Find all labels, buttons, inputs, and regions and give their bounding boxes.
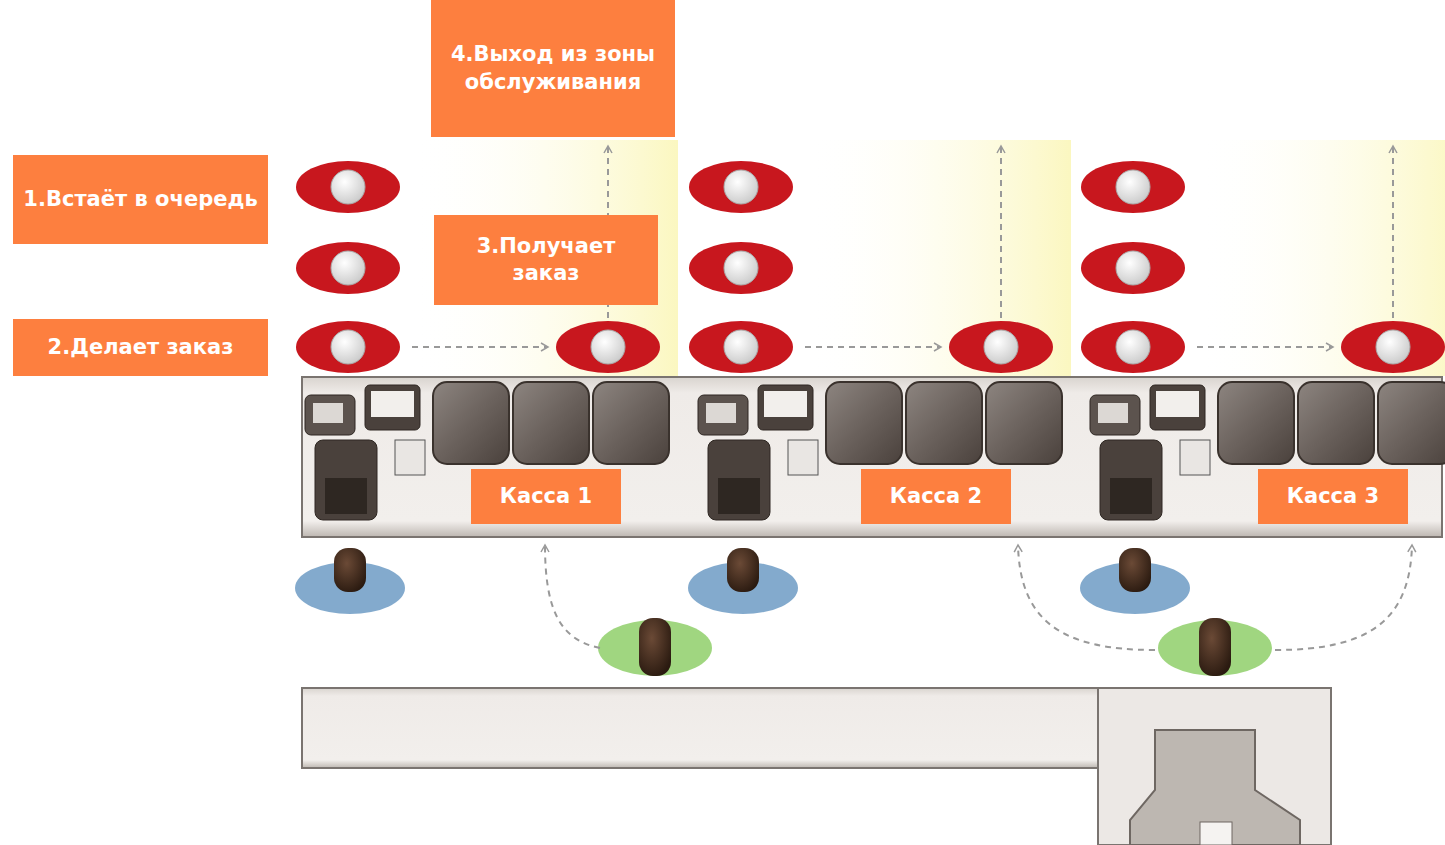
register-label: Касса 3: [1258, 469, 1408, 524]
food-container: [1298, 382, 1374, 464]
register: [698, 395, 748, 435]
customer-body: [689, 321, 793, 373]
food-container: [906, 382, 982, 464]
customer-head: [1116, 170, 1150, 204]
food-container: [593, 382, 669, 464]
customer-body: [1081, 242, 1185, 294]
food-container: [986, 382, 1062, 464]
customer-head: [591, 330, 625, 364]
food-container: [826, 382, 902, 464]
flow-arrow: [805, 346, 941, 348]
cash-drawer: [708, 440, 770, 520]
customer-body: [689, 242, 793, 294]
monitor: [1156, 391, 1199, 417]
card-reader: [395, 440, 425, 475]
monitor: [365, 385, 420, 430]
card-reader: [788, 440, 818, 475]
customer-head: [724, 251, 758, 285]
customer-head: [1116, 251, 1150, 285]
service-zone: [1195, 140, 1445, 376]
customer-head: [331, 330, 365, 364]
customer-head: [331, 170, 365, 204]
monitor: [1150, 385, 1205, 430]
customer-head: [331, 251, 365, 285]
cash-drawer: [1110, 478, 1152, 514]
monitor: [758, 385, 813, 430]
step-text: 3.Получает заказ: [434, 227, 658, 294]
register: [1098, 403, 1128, 423]
service-zone: [803, 140, 1071, 376]
register-label: Касса 1: [471, 469, 621, 524]
monitor: [371, 391, 414, 417]
customer-body: [296, 321, 400, 373]
step-text: 4.Выход из зоны обслуживания: [431, 35, 675, 102]
food-container: [1218, 382, 1294, 464]
customer-head: [724, 170, 758, 204]
customer-body: [296, 242, 400, 294]
customer-head: [1116, 330, 1150, 364]
customer-body: [689, 161, 793, 213]
customer-head: [1376, 330, 1410, 364]
customer-body: [949, 321, 1053, 373]
flow-arrow: [1018, 545, 1155, 650]
food-container: [433, 382, 509, 464]
food-container: [1378, 382, 1445, 464]
monitor: [764, 391, 807, 417]
food-container: [513, 382, 589, 464]
flow-arrow: [1000, 146, 1002, 318]
service-zone: [410, 140, 678, 376]
step-box: 4.Выход из зоны обслуживания: [431, 0, 675, 137]
customer-head: [724, 330, 758, 364]
cashier: [1119, 548, 1151, 592]
step-box: 2.Делает заказ: [13, 319, 268, 376]
card-reader: [1180, 440, 1210, 475]
register: [706, 403, 736, 423]
customer-body: [1081, 161, 1185, 213]
cashier: [727, 548, 759, 592]
runner: [639, 618, 671, 676]
flow-arrow: [545, 545, 600, 648]
step-text: Касса 1: [490, 477, 602, 516]
cash-drawer: [315, 440, 377, 520]
customer-body: [1081, 321, 1185, 373]
register: [1090, 395, 1140, 435]
flow-arrow: [412, 346, 548, 348]
cash-drawer: [325, 478, 367, 514]
cashier: [334, 548, 366, 592]
step-text: 2.Делает заказ: [38, 328, 244, 367]
step-text: 1.Встаёт в очередь: [13, 180, 267, 219]
customer-body: [1341, 321, 1445, 373]
step-text: Касса 2: [880, 477, 992, 516]
register-label: Касса 2: [861, 469, 1011, 524]
register: [305, 395, 355, 435]
customer-body: [556, 321, 660, 373]
flow-arrow: [1392, 146, 1394, 318]
customer-body: [296, 161, 400, 213]
step-box: 1.Встаёт в очередь: [13, 155, 268, 244]
flow-arrow: [1275, 545, 1412, 650]
step-text: Касса 3: [1277, 477, 1389, 516]
register: [313, 403, 343, 423]
cash-drawer: [718, 478, 760, 514]
runner: [1199, 618, 1231, 676]
flow-arrow: [1197, 346, 1333, 348]
step-box: 3.Получает заказ: [434, 215, 658, 305]
cash-drawer: [1100, 440, 1162, 520]
customer-head: [984, 330, 1018, 364]
